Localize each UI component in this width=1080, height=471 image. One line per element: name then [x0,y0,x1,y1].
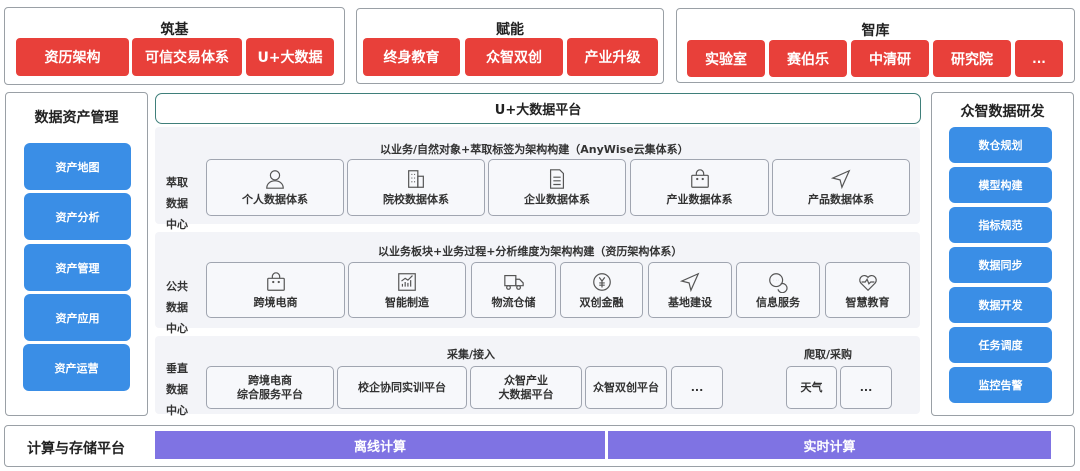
document-icon [546,168,568,190]
zhiku-item-saibole[interactable]: 赛伯乐 [769,40,847,77]
zhuji-item-trusted-trade[interactable]: 可信交易体系 [132,38,242,76]
asset-operation-button[interactable]: 资产运营 [23,344,130,391]
public-center-caption: 以业务板块+业务过程+分析维度为架构构建（资历架构体系） [378,245,683,258]
asset-map-button[interactable]: 资产地图 [24,143,131,190]
compute-platform-title: 计算与存储平台 [27,441,125,457]
data-sync-button[interactable]: 数据同步 [949,247,1052,283]
card-school-enterprise-training-platform[interactable]: 校企协同实训平台 [337,366,467,409]
vertical-center-label: 垂直 数据 中心 [166,362,188,417]
card-collect-more[interactable]: ... [671,366,723,409]
card-enterprise-data[interactable]: 企业数据体系 [488,159,626,216]
model-building-button[interactable]: 模型构建 [949,167,1052,203]
shopping-bag-icon [689,168,711,190]
platform-title-text: U+大数据平台 [494,103,582,118]
extract-center-label: 萃取 数据 中心 [166,176,188,231]
realtime-compute-bar[interactable]: 实时计算 [608,431,1051,459]
navigation-icon [830,168,852,190]
asset-application-button[interactable]: 资产应用 [24,294,131,341]
truck-icon [503,271,525,293]
group-funeng: 赋能 终身教育 众智双创 产业升级 [356,8,664,84]
card-cross-border-ecommerce[interactable]: 跨境电商 [206,262,345,318]
card-personal-data[interactable]: 个人数据体系 [206,159,344,216]
metric-standard-button[interactable]: 指标规范 [949,207,1052,243]
compute-storage-platform: 计算与存储平台 离线计算 实时计算 [4,425,1075,467]
data-asset-management-panel: 数据资产管理 资产地图 资产分析 资产管理 资产应用 资产运营 [5,92,148,416]
shopping-bag-icon [265,271,287,293]
card-information-service[interactable]: 信息服务 [736,262,820,318]
panel-title: 数据资产管理 [34,110,119,126]
asset-management-button[interactable]: 资产管理 [24,244,131,291]
group-title: 赋能 [496,22,524,38]
funeng-item-lifelong-education[interactable]: 终身教育 [363,38,460,76]
card-weather[interactable]: 天气 [786,366,837,409]
chart-icon [396,271,418,293]
card-crowd-industry-bigdata-platform[interactable]: 众智产业 大数据平台 [470,366,582,409]
extract-center-caption: 以业务/自然对象+萃取标签为架构构建（AnyWise云集体系） [380,143,689,156]
platform-title: U+大数据平台 [155,93,921,124]
asset-analysis-button[interactable]: 资产分析 [24,193,131,240]
group-zhiku: 智库 实验室 赛伯乐 中清研 研究院 ... [676,8,1075,83]
zhiku-item-zhongqingyan[interactable]: 中清研 [851,40,929,77]
zhiku-item-institute[interactable]: 研究院 [933,40,1011,77]
card-industry-data[interactable]: 产业数据体系 [630,159,769,216]
collect-caption: 采集/接入 [447,348,496,361]
offline-compute-bar[interactable]: 离线计算 [155,431,605,459]
card-logistics-warehousing[interactable]: 物流仓储 [471,262,556,318]
crowd-data-rd-panel: 众智数据研发 数仓规划 模型构建 指标规范 数据同步 数据开发 任务调度 监控告… [931,92,1074,416]
card-smart-education[interactable]: 智慧教育 [825,262,910,318]
zhiku-item-more[interactable]: ... [1015,40,1063,77]
dw-planning-button[interactable]: 数仓规划 [949,127,1052,163]
zhiku-item-lab[interactable]: 实验室 [687,40,765,77]
chat-icon [767,271,789,293]
building-icon [405,168,427,190]
card-product-data[interactable]: 产品数据体系 [772,159,910,216]
zhuji-item-resume-framework[interactable]: 资历架构 [16,38,129,76]
user-icon [264,168,286,190]
card-crawl-more[interactable]: ... [840,366,892,409]
card-crowd-innovation-platform[interactable]: 众智双创平台 [585,366,667,409]
group-zhuji: 筑基 资历架构 可信交易体系 U+大数据 [4,7,345,85]
public-center-label: 公共 数据 中心 [166,280,188,335]
group-title: 智库 [861,23,890,39]
group-title: 筑基 [160,22,189,38]
crawl-caption: 爬取/采购 [804,348,853,361]
card-cross-border-service-platform[interactable]: 跨境电商 综合服务平台 [206,366,334,409]
data-development-button[interactable]: 数据开发 [949,287,1052,323]
heart-pulse-icon [857,271,879,293]
yuan-icon [591,271,613,293]
funeng-item-crowd-innovation[interactable]: 众智双创 [465,38,563,76]
navigation-icon [679,271,701,293]
card-smart-manufacturing[interactable]: 智能制造 [348,262,466,318]
card-college-data[interactable]: 院校数据体系 [347,159,485,216]
task-scheduling-button[interactable]: 任务调度 [949,327,1052,363]
zhuji-item-u-bigdata[interactable]: U+大数据 [246,38,334,76]
funeng-item-industry-upgrade[interactable]: 产业升级 [567,38,658,76]
card-base-construction[interactable]: 基地建设 [648,262,732,318]
panel-title: 众智数据研发 [960,104,1045,120]
monitoring-alert-button[interactable]: 监控告警 [949,367,1052,403]
card-innovation-finance[interactable]: 双创金融 [560,262,643,318]
